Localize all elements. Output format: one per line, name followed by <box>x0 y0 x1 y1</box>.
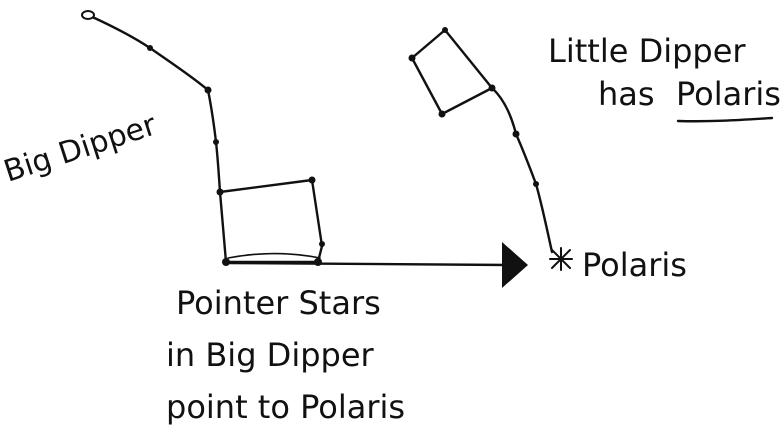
little-dipper-label-line1: Little Dipper <box>548 32 746 70</box>
little-dipper-star-icon <box>512 130 520 138</box>
little-dipper-star-icon <box>442 27 448 33</box>
little-dipper-star-icon <box>488 84 496 92</box>
big-dipper-bowl <box>218 178 324 264</box>
little-dipper-label-prefix: has <box>598 75 655 113</box>
big-dipper-star-icon <box>319 241 325 247</box>
little-dipper-star-icon <box>533 181 539 187</box>
big-dipper-star-icon <box>81 10 95 20</box>
little-dipper-star-icon <box>408 54 416 62</box>
big-dipper-star-icon <box>308 176 316 184</box>
big-dipper-star-icon <box>147 45 153 51</box>
asterisk-star-icon <box>549 247 573 271</box>
pointer-arrow-line <box>224 261 510 267</box>
big-dipper-handle <box>86 13 222 194</box>
big-dipper-star-icon <box>204 86 212 94</box>
caption-line1: Pointer Stars <box>176 284 381 322</box>
big-dipper-label: Big Dipper <box>0 107 161 189</box>
little-dipper-star-icon <box>438 110 446 118</box>
caption-line3: point to Polaris <box>166 388 405 426</box>
polaris-label: Polaris <box>582 246 687 284</box>
big-dipper-star-icon <box>213 139 219 145</box>
little-dipper-bowl <box>410 28 494 116</box>
big-dipper-bowl-inner <box>227 252 321 259</box>
caption-line2: in Big Dipper <box>166 336 375 374</box>
big-dipper-star-icon <box>216 188 224 196</box>
little-dipper-handle <box>490 86 554 254</box>
arrowhead-icon <box>502 242 528 288</box>
polaris-underline <box>676 116 774 123</box>
little-dipper-label-emph: Polaris <box>676 75 781 113</box>
